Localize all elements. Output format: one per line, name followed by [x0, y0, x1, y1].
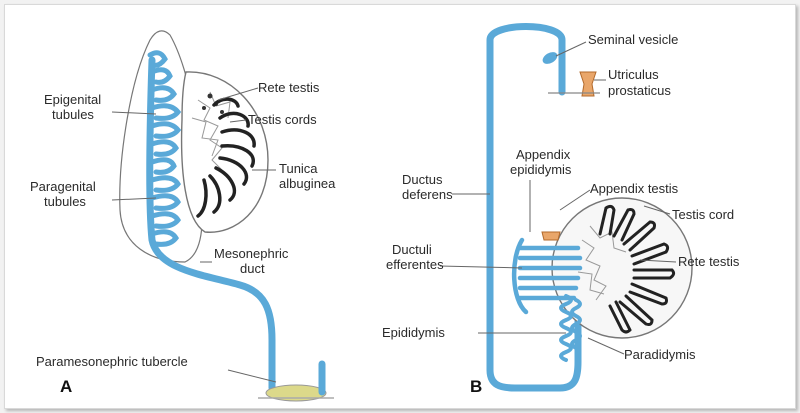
mesonephric-duct: [146, 56, 276, 392]
label-mesonephric-line2: duct: [240, 261, 265, 276]
labels-b: Seminal vesicle Utriculus prostaticus Ap…: [382, 32, 740, 396]
ductuli-efferentes: [511, 237, 583, 315]
label-paragenital-line1: Paragenital: [30, 179, 96, 194]
mesonephros-outline: [119, 30, 203, 263]
label-tunica-line1: Tunica: [279, 161, 318, 176]
label-epididymis: Epididymis: [382, 325, 445, 340]
rete-testis-network: [191, 91, 231, 171]
utriculus-prostaticus-shape: [579, 71, 597, 97]
label-epigenital-line1: Epigenital: [44, 92, 101, 107]
label-paramesonephric-tubercle: Paramesonephric tubercle: [36, 354, 188, 369]
label-testis-cords: Testis cords: [248, 112, 317, 127]
testis-cords-b: [598, 204, 676, 334]
panel-b: Seminal vesicle Utriculus prostaticus Ap…: [382, 23, 740, 396]
label-paradidymis: Paradidymis: [624, 347, 696, 362]
label-ductuli-line2: efferentes: [386, 257, 444, 272]
seminal-vesicle-shape: [542, 52, 558, 64]
panel-a: Rete testis Epigenital tubules Testis co…: [30, 30, 336, 402]
label-appendix-testis: Appendix testis: [590, 181, 679, 196]
paramesonephric-tubercle-shape: [265, 384, 327, 402]
label-mesonephric-line1: Mesonephric: [214, 246, 289, 261]
label-rete-testis-b: Rete testis: [678, 254, 740, 269]
label-utriculus-line2: prostaticus: [608, 83, 671, 98]
tunica-albuginea-outline: [180, 71, 269, 233]
mesonephric-tubules: [147, 50, 182, 247]
label-rete-testis-a: Rete testis: [258, 80, 320, 95]
panel-letter-a: A: [60, 377, 72, 396]
ductus-deferens: [486, 23, 582, 392]
label-appendix-epididymis-line1: Appendix: [516, 147, 571, 162]
rete-testis-b: [577, 225, 627, 301]
label-ductuli-line1: Ductuli: [392, 242, 432, 257]
epididymis-coils: [559, 294, 582, 362]
leaders-a: [111, 87, 277, 383]
leaders-b: [439, 41, 677, 355]
label-ductus-line2: deferens: [402, 187, 453, 202]
figure-frame: [4, 4, 796, 409]
label-tunica-line2: albuginea: [279, 176, 336, 191]
label-ductus-line1: Ductus: [402, 172, 443, 187]
label-testis-cord: Testis cord: [672, 207, 734, 222]
label-paragenital-line2: tubules: [44, 194, 86, 209]
label-utriculus-line1: Utriculus: [608, 67, 659, 82]
label-seminal-vesicle: Seminal vesicle: [588, 32, 678, 47]
label-appendix-epididymis-line2: epididymis: [510, 162, 572, 177]
appendix-testis-shape: [541, 231, 561, 241]
label-epigenital-line2: tubules: [52, 107, 94, 122]
panel-letter-b: B: [470, 377, 482, 396]
labels-a: Rete testis Epigenital tubules Testis co…: [30, 80, 336, 396]
testis-cords: [196, 97, 256, 218]
